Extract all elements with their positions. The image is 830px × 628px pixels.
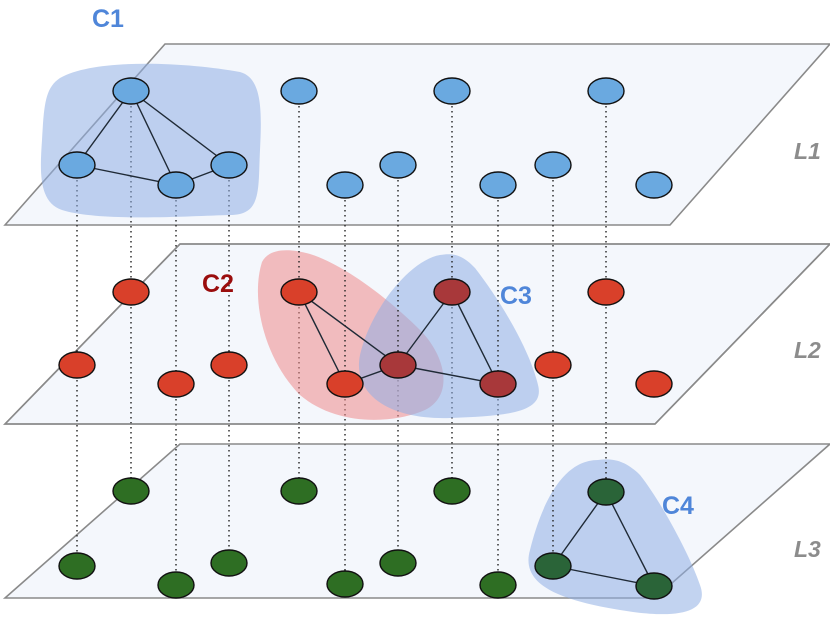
l3-node	[587, 478, 625, 506]
l3-node	[379, 549, 417, 577]
l1-node	[635, 171, 673, 199]
l2-node	[587, 278, 625, 306]
interlayer-links-l2-l3	[76, 292, 607, 585]
l1-node	[58, 151, 96, 179]
l3-node	[210, 549, 248, 577]
community-label-c1: C1	[92, 5, 124, 33]
l1-node	[326, 171, 364, 199]
l3-node	[112, 477, 150, 505]
layer-l1-nodes	[58, 77, 673, 199]
layer-l3-nodes	[58, 477, 673, 600]
l3-node	[479, 571, 517, 599]
layer-label-l3: L3	[794, 536, 821, 562]
l2-node	[534, 351, 572, 379]
l1-node	[112, 77, 150, 105]
layer-l2-nodes	[58, 278, 673, 398]
layer-label-l2: L2	[794, 337, 821, 363]
l3-node	[157, 571, 195, 599]
l2-node	[635, 370, 673, 398]
l3-node	[433, 477, 471, 505]
l2-node	[210, 351, 248, 379]
l1-node	[379, 151, 417, 179]
l2-node	[379, 351, 417, 379]
l3-node	[58, 552, 96, 580]
l1-node	[534, 151, 572, 179]
l3-node	[280, 477, 318, 505]
l1-node	[157, 171, 195, 199]
l1-node	[479, 171, 517, 199]
l3-node	[326, 570, 364, 598]
l1-node	[280, 77, 318, 105]
l1-node	[587, 77, 625, 105]
l3-node	[635, 572, 673, 600]
l2-node	[58, 351, 96, 379]
l1-node	[433, 77, 471, 105]
community-label-c2: C2	[202, 270, 234, 298]
l2-node	[157, 370, 195, 398]
l2-node	[326, 370, 364, 398]
layer-plane-l3	[2, 443, 830, 599]
l2-node	[479, 370, 517, 398]
l3-node	[534, 552, 572, 580]
l2-node	[280, 278, 318, 306]
community-label-c4: C4	[662, 492, 694, 520]
layer-plane-l2-cover	[3, 243, 830, 425]
l2-node	[433, 278, 471, 306]
layer-label-l1: L1	[794, 138, 821, 164]
community-label-c3: C3	[500, 282, 532, 310]
l1-node	[210, 151, 248, 179]
community-c1-region	[40, 63, 261, 218]
l2-node	[112, 278, 150, 306]
